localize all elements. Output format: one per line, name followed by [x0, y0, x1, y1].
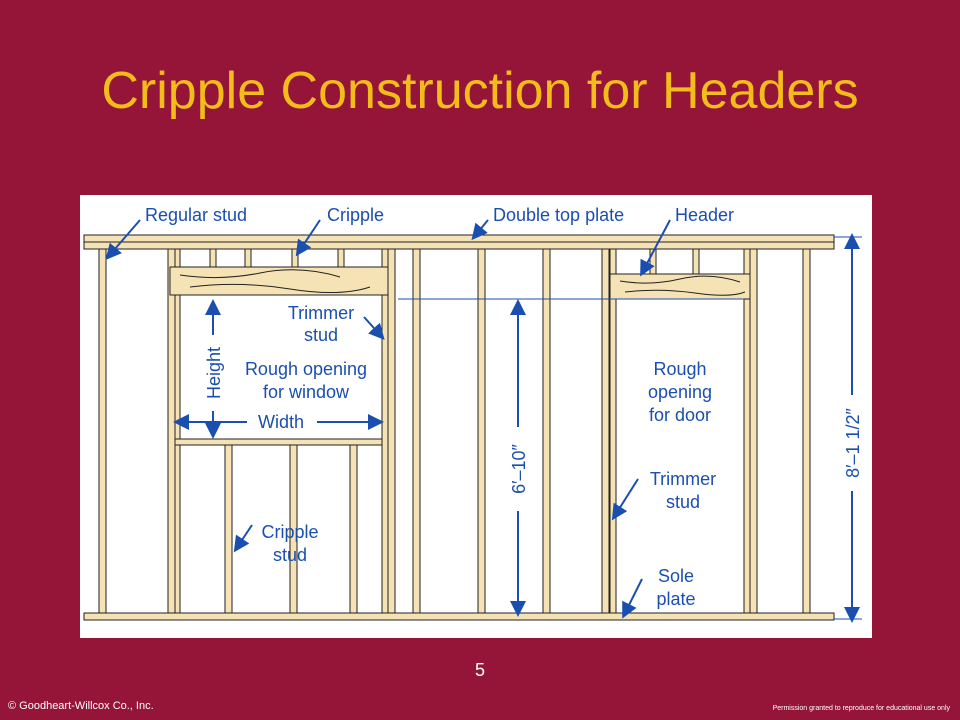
cripple-top: [244, 246, 252, 268]
sole-plate-leader: [622, 578, 643, 619]
regular-stud: [542, 246, 551, 616]
regular-stud: [412, 246, 421, 616]
studs: [98, 246, 811, 616]
rough-opening-door-label: for door: [649, 405, 711, 425]
regular-stud: [98, 246, 107, 616]
slide-title: Cripple Construction for Headers: [101, 62, 859, 120]
regular-stud: [477, 246, 486, 616]
sole-plate: [83, 612, 835, 621]
regular-stud: [609, 246, 617, 616]
rough-opening-window-label: Rough opening: [245, 359, 367, 379]
trimmer-stud-door-label: stud: [666, 492, 700, 512]
framing-illustration: Regular stud Cripple Double top plate He…: [83, 205, 864, 623]
trimmer-stud-window-label: stud: [304, 325, 338, 345]
height-label: Height: [204, 347, 224, 399]
double-top-plate-label: Double top plate: [493, 205, 624, 225]
regular-stud-leader: [105, 219, 141, 261]
trimmer-window-leader: [363, 316, 385, 340]
regular-stud: [802, 246, 811, 616]
rough-opening-window-label: for window: [263, 382, 350, 402]
cripple-stud-label: stud: [273, 545, 307, 565]
rough-opening-door-label: Rough: [653, 359, 706, 379]
window-header: [169, 266, 389, 296]
door-height-dimension-label: 6′–10″: [509, 443, 529, 493]
cripple-stud: [224, 444, 233, 616]
regular-stud: [167, 246, 176, 616]
header-leader: [640, 219, 671, 277]
window-sill: [174, 438, 383, 446]
sole-plate-label: plate: [656, 589, 695, 609]
trimmer-stud-door: [743, 246, 751, 616]
header-label: Header: [675, 205, 734, 225]
trimmer-door-leader: [611, 478, 639, 521]
cripple-leader: [295, 219, 321, 257]
cripple-top: [291, 246, 299, 268]
regular-stud: [387, 246, 396, 616]
cripple-top-door: [692, 246, 700, 275]
permission-notice: Permission granted to reproduce for educ…: [772, 705, 950, 712]
trimmer-stud-door-label: Trimmer: [650, 469, 716, 489]
width-label: Width: [258, 412, 304, 432]
wall-framing-diagram: Regular stud Cripple Double top plate He…: [80, 195, 872, 638]
top-plate-lower: [83, 241, 835, 250]
trimmer-stud-window: [381, 246, 389, 616]
plates: [83, 234, 835, 621]
regular-stud: [749, 246, 758, 616]
cripple-stud: [349, 444, 358, 616]
copyright-notice: © Goodheart-Willcox Co., Inc.: [8, 700, 154, 712]
sole-plate-label: Sole: [658, 566, 694, 586]
door-header: [609, 273, 751, 300]
page-number: 5: [474, 660, 485, 680]
top-plate-upper: [83, 234, 835, 243]
cripple-label: Cripple: [327, 205, 384, 225]
top-plate-leader: [471, 219, 489, 241]
regular-stud: [601, 246, 610, 616]
cripple-stud-leader: [233, 524, 253, 553]
trimmer-stud-window-label: Trimmer: [288, 303, 354, 323]
trimmer-stud-left: [174, 246, 181, 616]
rough-opening-door-label: opening: [648, 382, 712, 402]
cripple-stud-label: Cripple: [261, 522, 318, 542]
leader-arrows: [105, 219, 671, 619]
cripple-top: [209, 246, 217, 268]
regular-stud-label: Regular stud: [145, 205, 247, 225]
wall-height-dimension-label: 8′–1 1/2″: [843, 407, 863, 477]
cripple-top: [337, 246, 345, 268]
